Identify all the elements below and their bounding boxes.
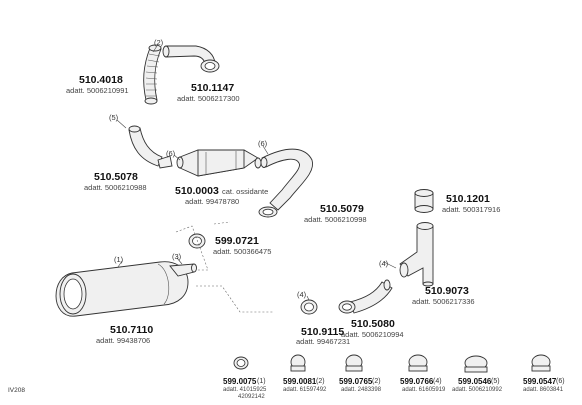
flex-pipe-drawing[interactable] [143, 44, 162, 105]
callout-2: (2) [154, 38, 164, 47]
gasket-9115-drawing[interactable] [300, 299, 318, 315]
part-number-5078: 510.5078 [94, 171, 138, 183]
clamp-number-0547: 599.0547 [523, 377, 557, 386]
part-number-1147: 510.1147 [191, 82, 235, 94]
catalyst-drawing[interactable] [176, 149, 262, 177]
clamp-number-0546: 599.0546 [458, 377, 492, 386]
cap-1201-drawing[interactable] [414, 189, 434, 213]
pipe-5079-drawing[interactable] [258, 148, 314, 218]
callout-1: (1) [114, 255, 124, 264]
part-adatt-5079: adatt. 5006210998 [304, 215, 367, 224]
clamp-qty-0547: (6) [556, 378, 565, 385]
part-adatt-4018: adatt. 5006210991 [66, 86, 129, 95]
callout-6-catalyst: (6) [166, 149, 176, 158]
clamp-adatt-0081: adatt. 61597492 [283, 387, 327, 393]
clamp-number-0075: 599.0075 [223, 377, 257, 386]
callout-4-tail: (4) [379, 259, 389, 268]
part-number-5080: 510.5080 [351, 318, 395, 330]
clamp-0081-drawing[interactable] [290, 354, 306, 372]
clamp-adatt-0075: adatt. 41015925 [223, 387, 267, 393]
clamp-adatt-0766: adatt. 61605919 [402, 387, 446, 393]
callout-4-gasket: (4) [297, 290, 307, 299]
clamp-adatt-0546: adatt. 5006210992 [452, 387, 503, 393]
part-number-7110: 510.7110 [110, 324, 154, 336]
part-adatt-9073: adatt. 5006217336 [412, 297, 475, 306]
pipe-5080-drawing[interactable] [338, 279, 393, 314]
clamp-adatt-0547: adatt. 8603841 [523, 387, 564, 393]
part-number-0003: 510.0003 [175, 185, 219, 197]
clamp-0546-drawing[interactable] [464, 355, 488, 373]
clamp-number-0081: 599.0081 [283, 377, 317, 386]
part-adatt-9115: adatt. 99467231 [296, 337, 351, 346]
part-note-0003: cat. ossidante [222, 187, 269, 196]
muffler-drawing[interactable] [55, 261, 197, 317]
part-adatt-5078: adatt. 5006210988 [84, 183, 147, 192]
part-number-1201: 510.1201 [446, 193, 490, 205]
clamp-0765-drawing[interactable] [345, 354, 363, 372]
tail-pipe-9073-drawing[interactable] [399, 222, 434, 287]
clamp-0547-drawing[interactable] [531, 354, 551, 372]
callout-6-pipe: (6) [258, 139, 268, 148]
clamp-qty-0765: (2) [372, 378, 381, 385]
part-number-9073: 510.9073 [425, 285, 469, 297]
part-adatt-1201: adatt. 500317916 [442, 205, 501, 214]
diagram-code: IV208 [8, 387, 25, 394]
clamp-number-0765: 599.0765 [339, 377, 373, 386]
part-number-4018: 510.4018 [79, 74, 123, 86]
leader-lines [116, 45, 397, 313]
gasket-0721-drawing[interactable] [188, 233, 206, 249]
callout-5: (5) [109, 113, 119, 122]
clamp-qty-0766: (4) [433, 378, 442, 385]
clamp-0766-drawing[interactable] [408, 354, 428, 372]
part-number-0721: 599.0721 [215, 235, 259, 247]
callout-3: (3) [172, 252, 182, 261]
clamp-adatt2-0075: 42092142 [238, 394, 265, 400]
clamp-number-0766: 599.0766 [400, 377, 434, 386]
part-number-9115: 510.9115 [301, 326, 345, 338]
clamp-adatt-0765: adatt. 2483398 [341, 387, 382, 393]
part-adatt-0003: adatt. 99478780 [185, 197, 240, 206]
elbow-pipe-1147-drawing[interactable] [162, 45, 220, 73]
pipe-5078-drawing[interactable] [128, 125, 173, 169]
part-adatt-7110: adatt. 99438706 [96, 336, 151, 345]
clamp-qty-0081: (2) [316, 378, 325, 385]
part-adatt-5080: adatt. 5006210994 [341, 330, 404, 339]
part-adatt-0721: adatt. 500366475 [213, 247, 272, 256]
part-adatt-1147: adatt. 5006217300 [177, 94, 240, 103]
clamp-0075-drawing[interactable] [233, 356, 249, 370]
clamp-qty-0546: (5) [491, 378, 500, 385]
clamp-qty-0075: (1) [257, 378, 266, 385]
part-number-5079: 510.5079 [320, 203, 364, 215]
